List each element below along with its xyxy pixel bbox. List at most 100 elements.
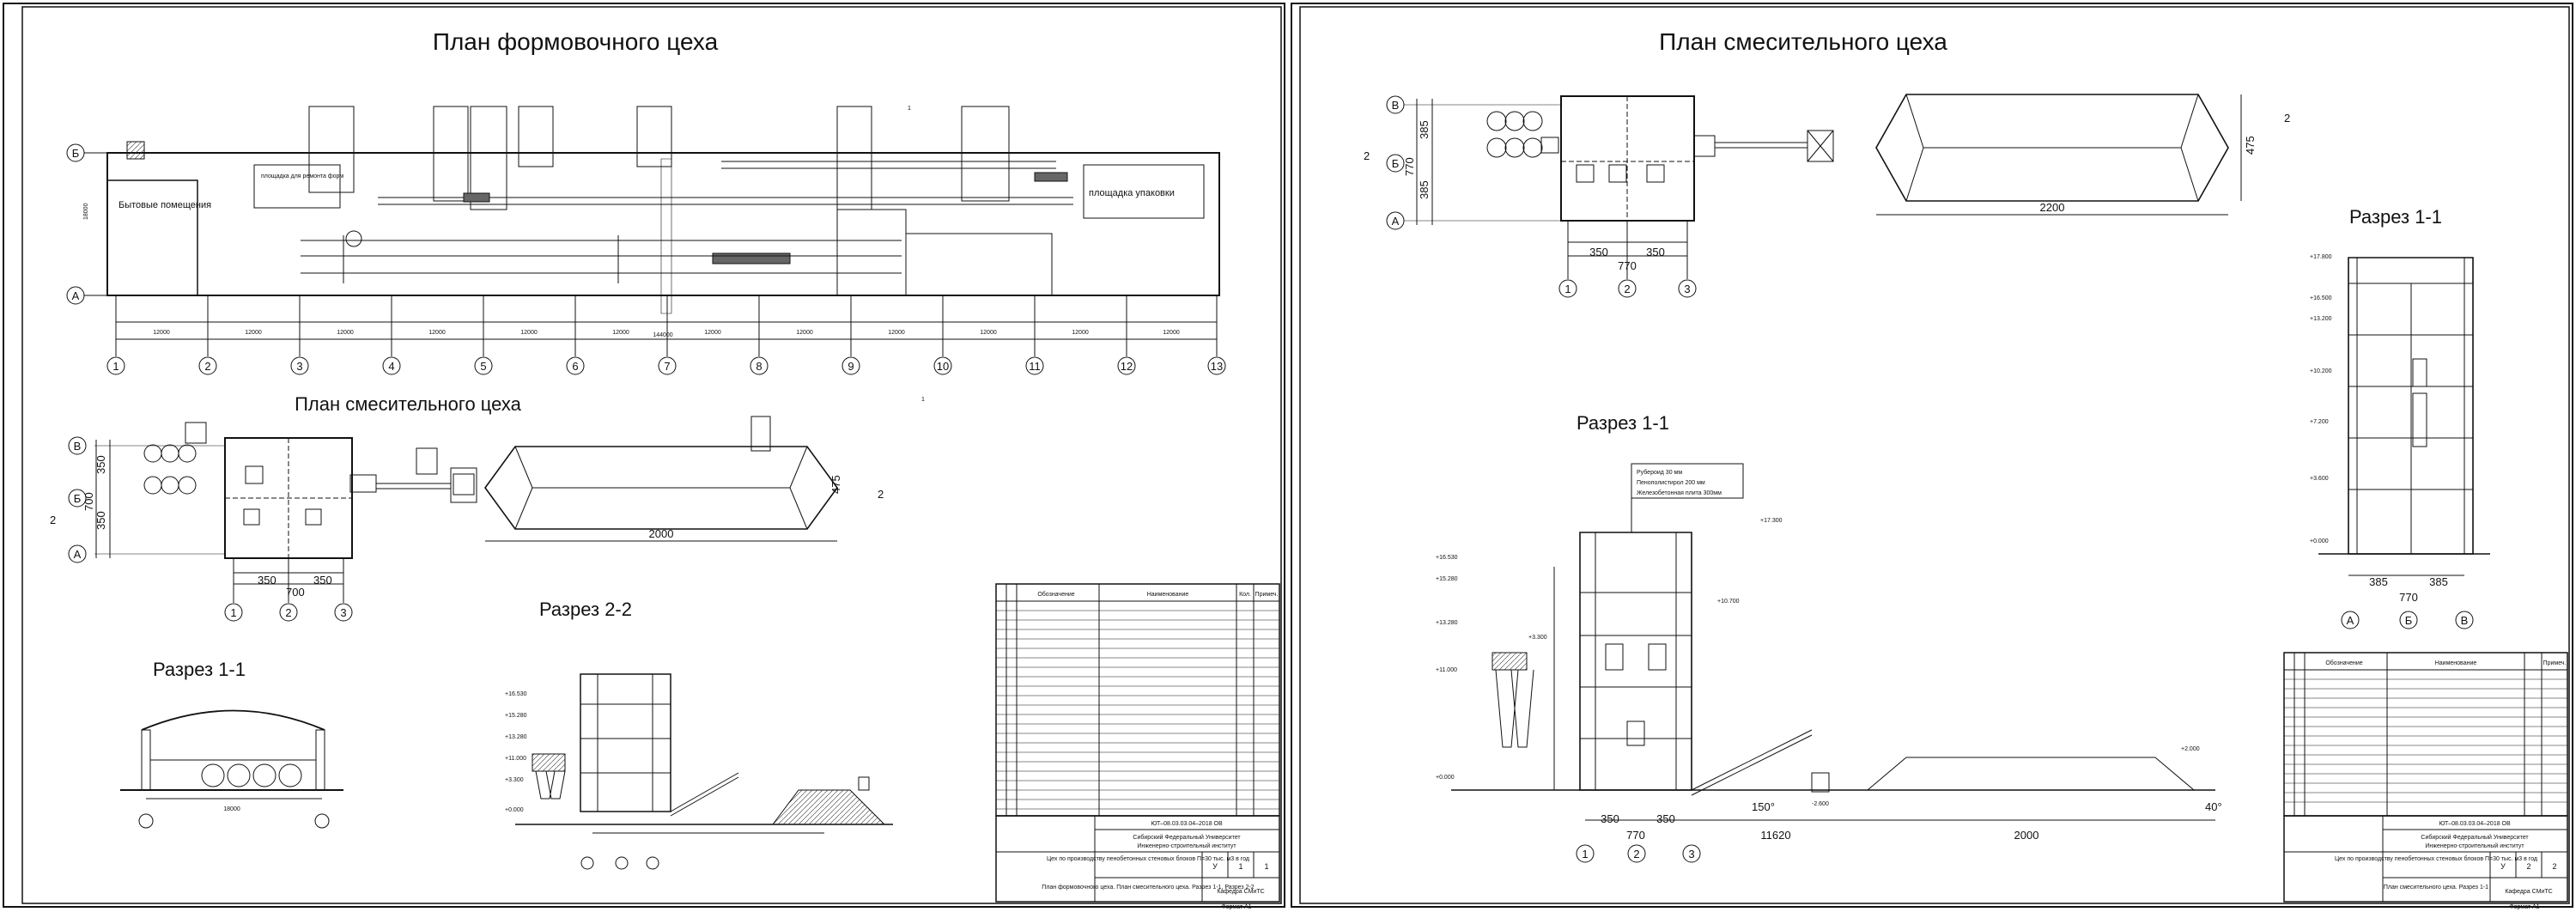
svg-text:3: 3: [340, 606, 346, 619]
svg-text:+0.000: +0.000: [2310, 538, 2329, 544]
svg-text:Формат А1: Формат А1: [1221, 904, 1251, 910]
forming-shop-plan: Бытовые помещения площадка для ремонта ф…: [83, 106, 1219, 403]
svg-text:Кафедра СМиТС: Кафедра СМиТС: [2505, 889, 2552, 895]
svg-text:+15.280: +15.280: [1436, 576, 1458, 582]
svg-text:В: В: [74, 440, 82, 453]
svg-text:11: 11: [1029, 360, 1041, 373]
axis-col: 13: [1208, 295, 1225, 374]
axis-col: 6: [567, 295, 584, 374]
mixing-plan-large: В Б А 385 385 770 2 350 350 770 1 2 3: [1364, 96, 1833, 297]
total-dim: 144000: [653, 332, 672, 338]
axis-col: 3: [291, 295, 308, 374]
svg-text:+16.530: +16.530: [505, 691, 527, 697]
svg-text:13: 13: [1211, 360, 1223, 373]
svg-text:Инженерно-строительный институ: Инженерно-строительный институт: [1137, 842, 1236, 849]
axis-col: 4: [383, 295, 400, 374]
axis-cols: 1 2 3 4 5 6 7 8 9 10 11 12 13 12000 1200…: [107, 295, 1225, 374]
svg-text:+7.200: +7.200: [2310, 419, 2329, 425]
household-rooms: [107, 180, 197, 295]
svg-text:150°: 150°: [1752, 800, 1775, 813]
svg-text:+0.000: +0.000: [1436, 775, 1455, 781]
svg-text:+16.500: +16.500: [2310, 295, 2332, 301]
svg-text:12000: 12000: [1072, 330, 1089, 336]
room-household-label: Бытовые помещения: [118, 200, 211, 210]
svg-text:5: 5: [480, 360, 486, 373]
svg-text:Б: Б: [1392, 157, 1400, 170]
svg-text:Пенополистирол 200 мм: Пенополистирол 200 мм: [1637, 480, 1705, 486]
svg-text:В: В: [1392, 99, 1400, 112]
svg-text:1: 1: [112, 360, 118, 373]
svg-text:10: 10: [937, 360, 949, 373]
svg-text:+2.000: +2.000: [2181, 746, 2200, 752]
svg-text:+13.200: +13.200: [2310, 316, 2332, 322]
svg-text:В: В: [2461, 614, 2469, 627]
pack-area: [1084, 165, 1204, 218]
axis-col: 10: [934, 295, 951, 374]
axis-col: 7: [659, 295, 676, 374]
svg-text:385: 385: [2429, 575, 2448, 588]
svg-text:18000: 18000: [223, 806, 240, 812]
svg-text:12: 12: [1121, 360, 1133, 373]
svg-text:3: 3: [1688, 848, 1694, 860]
svg-text:+3.300: +3.300: [1528, 635, 1547, 641]
svg-text:12000: 12000: [796, 330, 813, 336]
svg-text:+10.200: +10.200: [2310, 368, 2332, 374]
svg-text:Б: Б: [2405, 614, 2413, 627]
svg-text:Примеч.: Примеч.: [2543, 660, 2567, 666]
svg-text:+17.800: +17.800: [2310, 254, 2332, 260]
svg-text:6: 6: [572, 360, 578, 373]
svg-text:475: 475: [2244, 136, 2257, 155]
svg-text:Б: Б: [74, 492, 82, 505]
svg-text:12000: 12000: [520, 330, 538, 336]
svg-text:+16.530: +16.530: [1436, 555, 1458, 561]
axis-row-B: Б: [72, 147, 80, 160]
sheet1-title: План формовочного цеха: [433, 28, 719, 55]
room-repair-label: площадка для ремонта форм: [261, 173, 343, 179]
svg-text:12000: 12000: [245, 330, 262, 336]
cut-mark-bottom: 1: [921, 397, 925, 403]
axis-col: 11: [1026, 295, 1043, 374]
svg-text:1: 1: [1264, 862, 1268, 871]
svg-text:2000: 2000: [2014, 829, 2039, 842]
room-pack-label: площадка упаковки: [1089, 188, 1175, 198]
axis-col: 2: [199, 295, 216, 374]
svg-text:3: 3: [1684, 283, 1690, 295]
svg-text:Рубероид 30 мм: Рубероид 30 мм: [1637, 469, 1682, 476]
equip-box: [962, 106, 1009, 201]
svg-text:2: 2: [2552, 862, 2556, 871]
cut-mark-top: 1: [908, 106, 911, 112]
section-1-1-right: +17.800 +16.500 +13.200 +10.200 +7.200 +…: [2310, 254, 2490, 629]
aggregate-pile-1: 2000 475 2: [485, 416, 884, 541]
spec-table-sheet1: Обозначение Наименование Кол. Примеч.: [996, 584, 1279, 816]
axis-col: 8: [750, 295, 768, 374]
section-1-1-sheet1: 18000: [120, 711, 343, 829]
equip-box: [309, 106, 354, 192]
svg-text:+10.700: +10.700: [1717, 599, 1740, 605]
axis-col: 12: [1118, 295, 1135, 374]
svg-text:12000: 12000: [1163, 330, 1180, 336]
svg-text:Обозначение: Обозначение: [2325, 660, 2362, 666]
svg-text:Наименование: Наименование: [2435, 660, 2477, 666]
svg-text:2: 2: [50, 514, 56, 526]
svg-text:Инженерно-строительный институ: Инженерно-строительный институт: [2425, 842, 2524, 849]
sheet-2-frame: [1300, 7, 2569, 903]
equip-box: [471, 106, 507, 210]
svg-text:12000: 12000: [153, 330, 170, 336]
sheet2-title: План смесительного цеха: [1659, 28, 1947, 55]
axis-col: 1: [107, 295, 125, 374]
sheet1-section11-title: Разрез 1-1: [153, 659, 246, 680]
svg-text:12000: 12000: [428, 330, 446, 336]
svg-text:Цех по производству пенобетонн: Цех по производству пенобетонных стеновы…: [1047, 855, 1249, 862]
svg-text:2: 2: [2284, 112, 2290, 125]
svg-text:12000: 12000: [888, 330, 905, 336]
axis-row-A: А: [72, 289, 80, 302]
svg-text:А: А: [1392, 215, 1400, 228]
sheet-1: План формовочного цеха Бытовые помещения…: [3, 3, 1285, 910]
equip-box: [637, 106, 671, 167]
svg-text:4: 4: [388, 360, 394, 373]
svg-text:А: А: [2347, 614, 2354, 627]
section-2-2-sheet1: +16.530 +15.280 +13.280 +11.000 +3.300 +…: [505, 674, 893, 869]
svg-text:385: 385: [1418, 180, 1431, 199]
svg-text:Примеч.: Примеч.: [1255, 592, 1279, 598]
svg-text:У: У: [1212, 862, 1218, 871]
